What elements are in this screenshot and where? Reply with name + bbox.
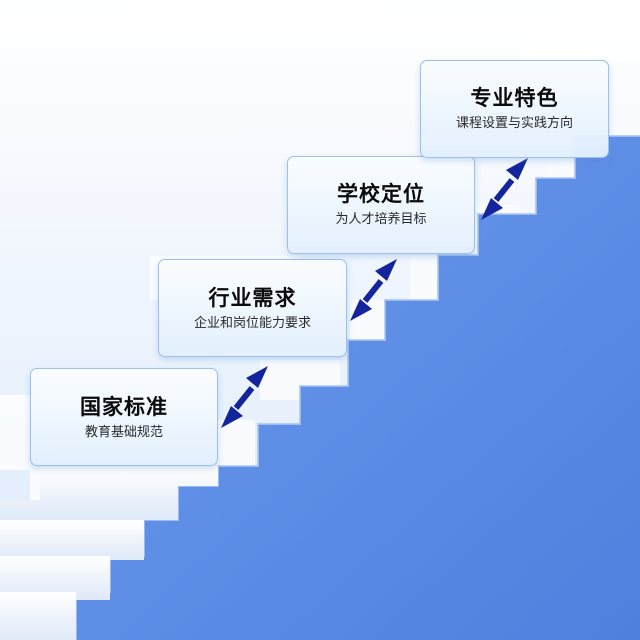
step-card-subtitle: 教育基础规范 (84, 425, 163, 440)
foreground-steps (0, 466, 218, 640)
step-card-title: 专业特色 (470, 86, 559, 110)
connector-3-shaft (493, 178, 515, 202)
connector-2 (350, 259, 397, 321)
connector-1-head-end (246, 366, 268, 388)
step-card-title: 国家标准 (80, 395, 168, 419)
connector-1 (221, 366, 268, 428)
step-card-subtitle: 课程设置与实践方向 (455, 116, 573, 131)
step-card-national-standard: 国家标准 教育基础规范 (30, 368, 218, 466)
connector-1-head-start (221, 406, 243, 428)
connector-3-head-start (481, 198, 503, 220)
step-card-subtitle: 企业和岗位能力要求 (193, 316, 311, 331)
connector-2-shaft (362, 279, 384, 303)
step-card-subtitle: 为人才培养目标 (335, 212, 427, 227)
connector-3-head-end (506, 158, 528, 180)
connector-2-head-end (375, 259, 397, 281)
step-card-major-features: 专业特色 课程设置与实践方向 (420, 60, 609, 158)
step-card-industry-demand: 行业需求 企业和岗位能力要求 (158, 259, 347, 357)
step-card-title: 学校定位 (337, 182, 425, 206)
step-card-title: 行业需求 (208, 286, 297, 310)
connector-1-shaft (233, 386, 255, 410)
connector-2-head-start (350, 299, 372, 321)
connector-3 (481, 158, 528, 220)
step-card-school-positioning: 学校定位 为人才培养目标 (287, 156, 475, 254)
stair-side-wall (76, 136, 640, 640)
